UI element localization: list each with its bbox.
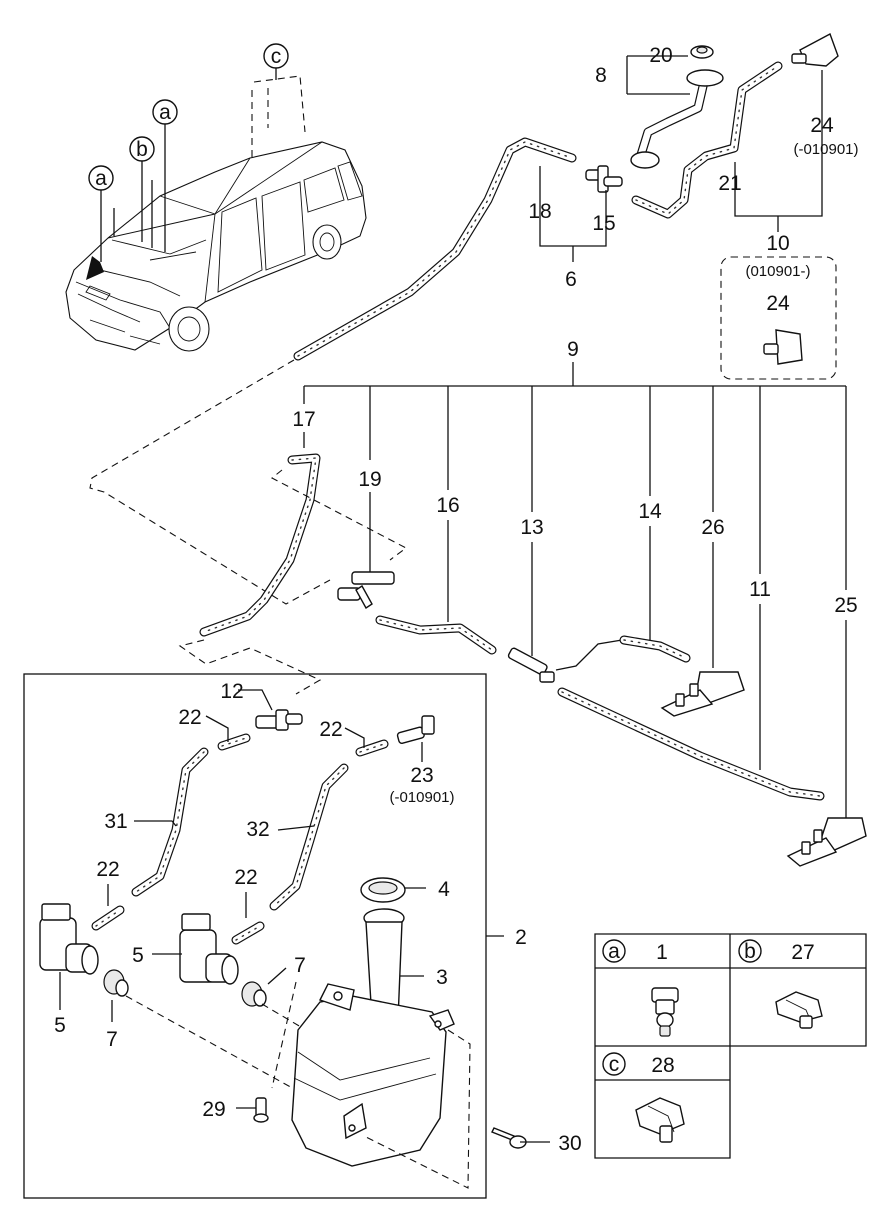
callout-30[interactable]: 30 [558,1132,581,1155]
callout-12[interactable]: 12 [220,680,243,703]
later-version-box [720,256,837,380]
tee-joint-13[interactable] [507,639,623,683]
nozzle-24-late[interactable] [763,329,803,365]
callout-19[interactable]: 19 [358,468,381,491]
washer-pump-5-front[interactable] [39,903,99,975]
callout-6[interactable]: 6 [565,268,577,291]
callout-20[interactable]: 20 [649,44,672,67]
hose-22-left-lower[interactable] [91,905,125,931]
callout-4[interactable]: 4 [438,878,450,901]
svg-text:27: 27 [791,941,814,964]
callout-22-right-upper[interactable]: 22 [319,718,342,741]
callout-22-left-lower[interactable]: 22 [96,858,119,881]
callout-7-front[interactable]: 7 [106,1028,118,1051]
svg-text:28: 28 [651,1054,674,1077]
callout-17[interactable]: 17 [292,408,315,431]
legend-cell-c[interactable]: c 28 [602,1052,685,1143]
view-marker-a-front[interactable]: a [88,165,114,191]
callout-22-left-upper[interactable]: 22 [178,706,201,729]
hose-31[interactable] [131,747,209,897]
callout-9[interactable]: 9 [567,338,579,361]
connector-12[interactable] [255,709,303,731]
callout-24-early[interactable]: 24 [810,114,834,137]
view-marker-a-rear[interactable]: a [152,99,178,125]
check-valve-19[interactable] [337,571,395,610]
cap-20[interactable] [690,45,714,59]
callout-13[interactable]: 13 [520,516,543,539]
callout-11[interactable]: 11 [749,578,771,601]
callout-2[interactable]: 2 [515,926,527,949]
svg-text:a: a [608,940,620,963]
hose-22-right-upper[interactable] [355,739,389,757]
hose-11[interactable] [557,687,825,801]
grommet-7-rear[interactable] [241,981,267,1007]
callout-16[interactable]: 16 [436,494,459,517]
nozzle-25[interactable] [786,817,867,867]
svg-text:1: 1 [656,941,668,964]
callout-31[interactable]: 31 [104,810,127,833]
hose-21[interactable] [631,61,783,219]
callout-3[interactable]: 3 [436,966,448,989]
legend-cell-b[interactable]: b 27 [738,939,823,1029]
callout-8[interactable]: 8 [595,64,607,87]
svg-text:c: c [609,1053,620,1076]
callout-25[interactable]: 25 [834,594,857,617]
clip-1-icon [651,987,679,1037]
view-marker-b[interactable]: b [129,136,155,162]
screw-29[interactable] [253,1097,269,1123]
hose-22-left-upper[interactable] [217,733,251,751]
svg-text:b: b [136,138,148,161]
legend-cell-a[interactable]: a 1 [602,939,679,1037]
svg-text:a: a [95,167,107,190]
callout-5-rear[interactable]: 5 [132,944,144,967]
connector-23[interactable] [396,715,435,744]
svg-text:a: a [159,101,171,124]
connector-15[interactable] [585,165,623,193]
rear-washer-hose[interactable] [293,137,577,361]
callout-22-right-lower[interactable]: 22 [234,866,257,889]
callout-24-late[interactable]: 24 [766,292,790,315]
callout-7-rear[interactable]: 7 [294,954,306,977]
grommet-hose-8[interactable] [630,69,724,169]
callout-23[interactable]: 23 [410,764,433,787]
clip-legend-table: a 1 b 27 c 28 [594,933,867,1159]
hose-22-right-lower[interactable] [231,921,265,945]
nozzle-24-early[interactable] [791,33,839,67]
svg-text:b: b [744,940,756,963]
clip-28-icon [635,1097,685,1143]
note-24-from: (010901-) [745,263,810,280]
callout-5-front[interactable]: 5 [54,1014,66,1037]
note-23-upto: (-010901) [389,789,454,806]
callout-29[interactable]: 29 [202,1098,225,1121]
callout-18[interactable]: 18 [528,200,551,223]
view-marker-c[interactable]: c [263,43,289,69]
grommet-7-front[interactable] [103,969,129,997]
callout-21[interactable]: 21 [718,172,741,195]
hose-32[interactable] [269,763,349,911]
callout-26[interactable]: 26 [701,516,724,539]
callout-14[interactable]: 14 [638,500,662,523]
hose-14[interactable] [619,635,691,663]
vehicle-illustration [65,141,367,352]
callout-10[interactable]: 10 [766,232,789,255]
clip-27-icon [775,991,823,1029]
nozzle-26[interactable] [660,671,745,717]
washer-pump-5-rear[interactable] [179,913,239,985]
hose-17[interactable] [199,453,321,637]
note-24-upto: (-010901) [793,141,858,158]
bolt-30[interactable] [491,1127,527,1149]
callout-15[interactable]: 15 [592,212,615,235]
filler-cap-4[interactable] [360,877,406,903]
svg-text:c: c [271,45,282,68]
callout-32[interactable]: 32 [246,818,269,841]
hose-16[interactable] [375,615,497,655]
reservoir-tank[interactable] [291,983,455,1167]
